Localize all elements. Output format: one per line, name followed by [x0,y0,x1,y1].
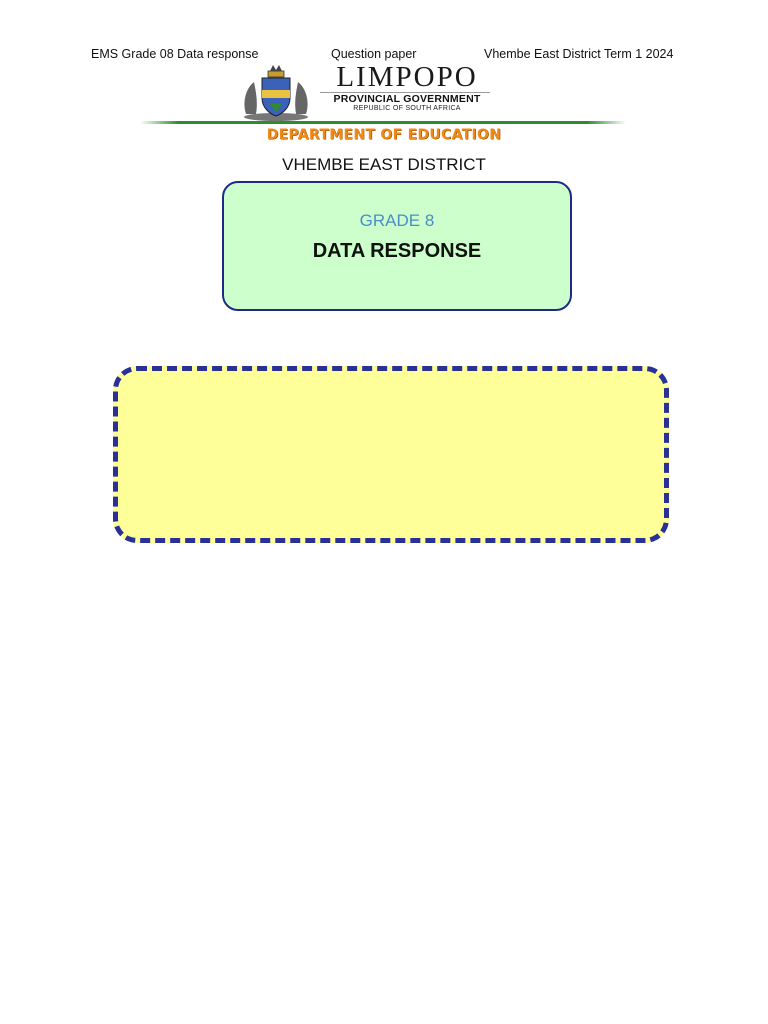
cover-title-box: GRADE 8 DATA RESPONSE [222,181,572,311]
coat-of-arms-icon [244,65,308,121]
logo-divider [320,92,490,93]
district-title: VHEMBE EAST DISTRICT [282,155,486,174]
green-divider [140,121,626,124]
department-title: DEPARTMENT OF EDUCATION [266,127,502,143]
subject-label: DATA RESPONSE [312,240,482,262]
empty-info-box [113,366,669,543]
logo-title: LIMPOPO [336,61,478,93]
logo-subtitle: PROVINCIAL GOVERNMENT [333,93,481,105]
logo-country: REPUBLIC OF SOUTH AFRICA [353,105,461,112]
header-left-text: EMS Grade 08 Data response [91,47,259,61]
grade-label: GRADE 8 [359,211,435,230]
header-right-text: Vhembe East District Term 1 2024 [484,47,674,61]
header-middle-text: Question paper [331,47,417,61]
